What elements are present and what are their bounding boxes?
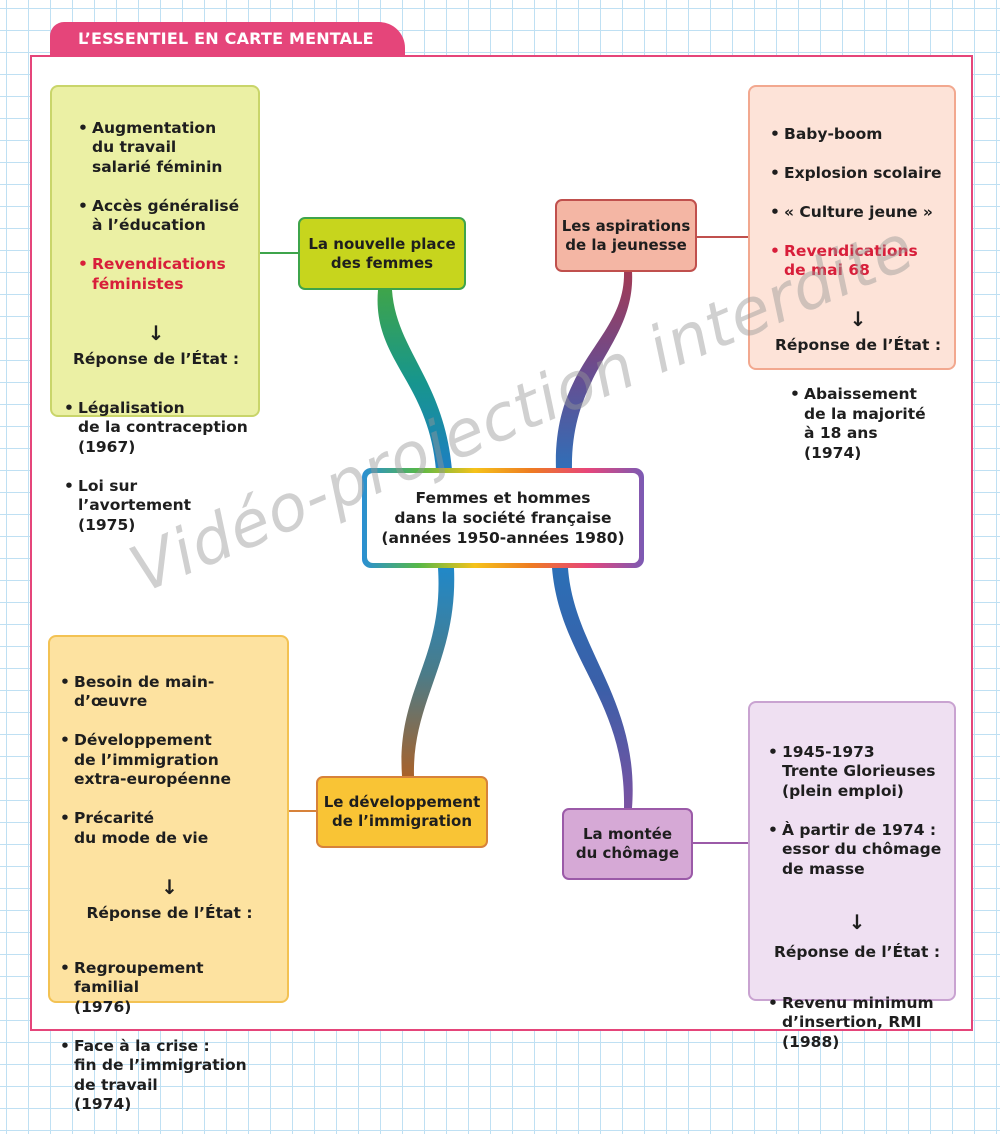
youth-context-item: Baby-boom xyxy=(770,125,946,145)
youth-context-item: « Culture jeune » xyxy=(770,203,946,223)
unemployment-context-item: 1945-1973 Trente Glorieuses (plein emplo… xyxy=(768,743,946,802)
central-topic-text: Femmes et hommes dans la société françai… xyxy=(367,473,639,563)
unemployment-context-item: À partir de 1974 : essor du chômage de m… xyxy=(768,821,946,880)
down-arrow-icon: ↓ xyxy=(849,307,867,331)
women-response-item: Loi sur l’avortement (1975) xyxy=(64,477,248,536)
central-topic-box: Femmes et hommes dans la société françai… xyxy=(362,468,644,568)
immigration-details-box: Besoin de main-d’œuvre Développement de … xyxy=(48,635,289,1113)
youth-response-item: Abaissement de la majorité à 18 ans (197… xyxy=(790,385,946,463)
immigration-response-label: Réponse de l’État : xyxy=(86,903,253,922)
immigration-response-item: Regroupement familial (1976) xyxy=(60,959,279,1018)
women-details-box: Augmentation du travail salarié féminin … xyxy=(50,85,260,534)
women-context-item: Augmentation du travail salarié féminin xyxy=(78,119,248,178)
immigration-context-item: Développement de l’immigration extra-eur… xyxy=(60,731,279,790)
immigration-response-item: Face à la crise : fin de l’immigration d… xyxy=(60,1037,279,1115)
section-title: L’ESSENTIEL EN CARTE MENTALE xyxy=(50,22,405,56)
women-highlight-item: Revendications féministes xyxy=(78,255,248,294)
immigration-context-item: Précarité du mode de vie xyxy=(60,809,279,848)
unemployment-details-box: 1945-1973 Trente Glorieuses (plein emplo… xyxy=(748,701,956,1051)
down-arrow-icon: ↓ xyxy=(848,909,866,934)
down-arrow-icon: ↓ xyxy=(147,320,165,345)
branch-label-immigration: Le développement de l’immigration xyxy=(316,776,488,848)
youth-context-item: Explosion scolaire xyxy=(770,164,946,184)
unemployment-response-label: Réponse de l’État : xyxy=(773,942,941,961)
branch-immigration xyxy=(401,568,455,776)
down-arrow-icon: ↓ xyxy=(161,874,178,899)
branch-label-youth: Les aspirations de la jeunesse xyxy=(555,199,697,272)
women-response-label: Réponse de l’État : xyxy=(72,349,240,368)
youth-highlight-item: Revendications de mai 68 xyxy=(770,242,946,281)
unemployment-response-item: Revenu minimum d’insertion, RMI (1988) xyxy=(768,994,946,1053)
youth-response-label: Réponse de l’État : xyxy=(774,336,942,354)
youth-details-box: Baby-boom Explosion scolaire « Culture j… xyxy=(748,85,956,462)
women-context-item: Accès généralisé à l’éducation xyxy=(78,197,248,236)
branch-unemployment xyxy=(552,568,633,808)
women-response-item: Légalisation de la contraception (1967) xyxy=(64,399,248,458)
branch-label-unemployment: La montée du chômage xyxy=(562,808,693,880)
branch-women xyxy=(377,290,452,470)
branch-label-women: La nouvelle place des femmes xyxy=(298,217,466,290)
connector-lines xyxy=(260,236,748,844)
branch-youth xyxy=(555,271,633,470)
immigration-context-item: Besoin de main-d’œuvre xyxy=(60,673,279,712)
